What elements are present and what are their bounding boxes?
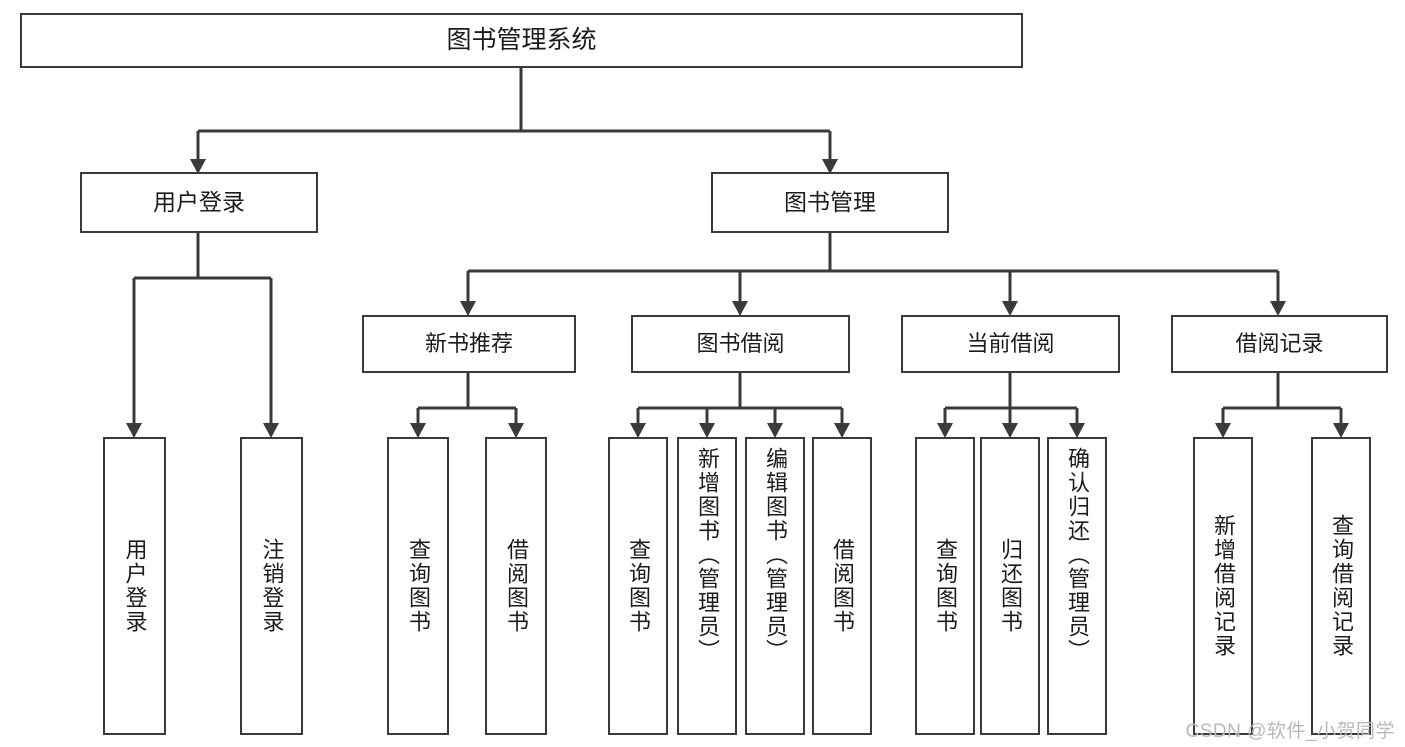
node-current-borrow[interactable]: 当前借阅 — [901, 315, 1120, 373]
node-new-book-recommend[interactable]: 新书推荐 — [362, 315, 576, 373]
node-leaf-edit-book-label: 编辑图书（管理员） — [762, 447, 788, 663]
node-leaf-borrow-book-1-label: 借阅图书 — [503, 538, 529, 634]
node-leaf-query-book-3[interactable]: 查询图书 — [915, 437, 975, 735]
node-leaf-confirm-return-label: 确认归还（管理员） — [1064, 447, 1090, 663]
node-leaf-borrow-book-2-label: 借阅图书 — [829, 538, 855, 634]
node-leaf-add-record[interactable]: 新增借阅记录 — [1193, 437, 1253, 735]
node-leaf-borrow-book-2[interactable]: 借阅图书 — [812, 437, 872, 735]
node-borrow-record[interactable]: 借阅记录 — [1171, 315, 1388, 373]
node-leaf-query-record-label: 查询借阅记录 — [1328, 514, 1354, 658]
node-leaf-edit-book[interactable]: 编辑图书（管理员） — [745, 437, 805, 735]
node-new-book-recommend-label: 新书推荐 — [424, 331, 513, 357]
node-leaf-return-book[interactable]: 归还图书 — [980, 437, 1040, 735]
node-leaf-add-book-label: 新增图书（管理员） — [694, 447, 720, 663]
node-leaf-logout-login[interactable]: 注销登录 — [240, 437, 303, 735]
node-leaf-borrow-book-1[interactable]: 借阅图书 — [485, 437, 547, 735]
csdn-watermark: CSDN @软件_小贺同学 — [1185, 721, 1395, 742]
node-leaf-query-book-3-label: 查询图书 — [932, 538, 958, 634]
node-leaf-query-book-1-label: 查询图书 — [405, 538, 431, 634]
node-leaf-query-record[interactable]: 查询借阅记录 — [1311, 437, 1371, 735]
node-leaf-query-book-1[interactable]: 查询图书 — [387, 437, 449, 735]
node-user-login[interactable]: 用户登录 — [80, 172, 318, 233]
node-root[interactable]: 图书管理系统 — [20, 13, 1023, 68]
node-leaf-user-login-label: 用户登录 — [122, 538, 148, 634]
node-leaf-user-login[interactable]: 用户登录 — [103, 437, 166, 735]
node-user-login-label: 用户登录 — [153, 188, 245, 215]
node-leaf-query-book-2[interactable]: 查询图书 — [608, 437, 668, 735]
node-borrow-record-label: 借阅记录 — [1235, 331, 1324, 357]
node-leaf-return-book-label: 归还图书 — [997, 538, 1023, 634]
arrowheads — [126, 159, 1349, 438]
node-book-management[interactable]: 图书管理 — [711, 172, 949, 233]
node-leaf-query-book-2-label: 查询图书 — [625, 538, 651, 634]
node-leaf-logout-login-label: 注销登录 — [259, 538, 285, 634]
node-book-borrow[interactable]: 图书借阅 — [631, 315, 850, 373]
node-root-label: 图书管理系统 — [446, 25, 597, 54]
node-leaf-add-book[interactable]: 新增图书（管理员） — [677, 437, 737, 735]
node-book-borrow-label: 图书借阅 — [696, 331, 785, 357]
node-leaf-confirm-return[interactable]: 确认归还（管理员） — [1047, 437, 1107, 735]
node-leaf-add-record-label: 新增借阅记录 — [1210, 514, 1236, 658]
node-current-borrow-label: 当前借阅 — [966, 331, 1055, 357]
node-book-management-label: 图书管理 — [784, 188, 876, 215]
